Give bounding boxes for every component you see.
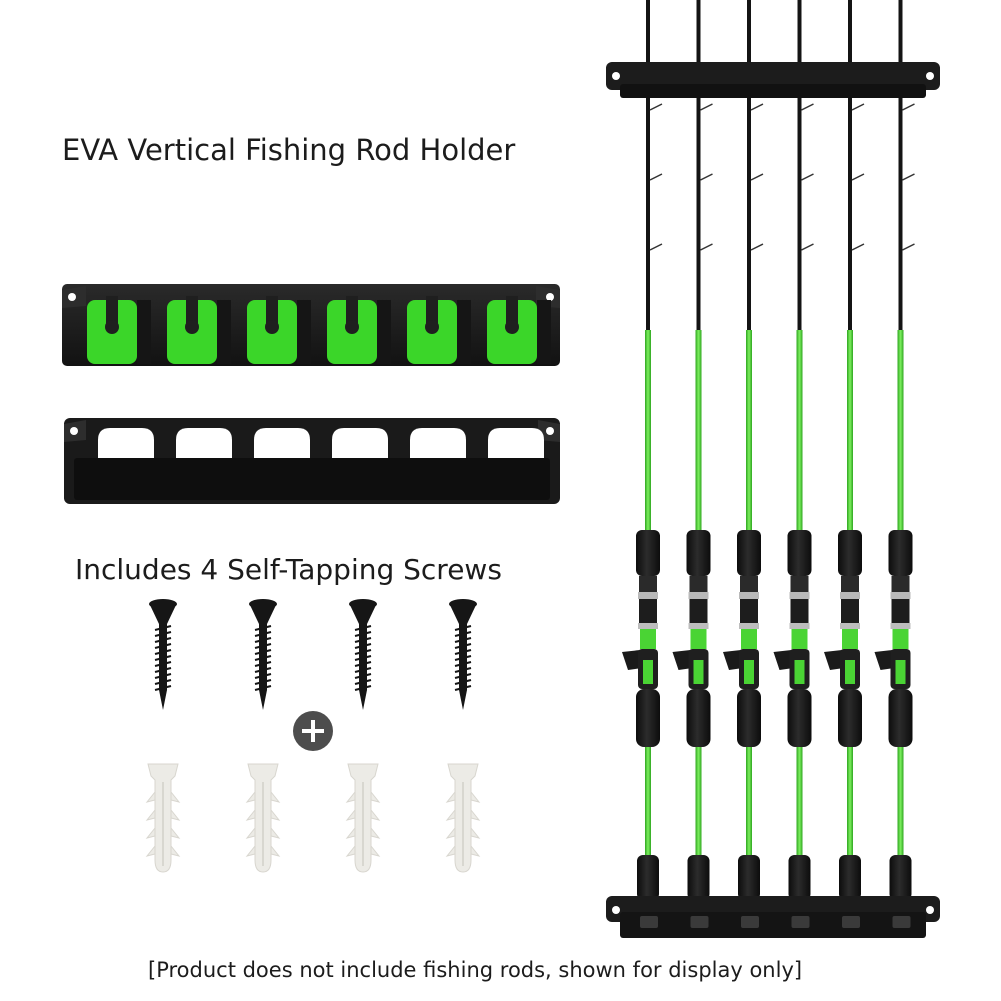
rack-slot [892,916,911,928]
holder-slot [410,428,466,458]
holder-slot [254,428,310,458]
wall-anchor-icon [145,763,181,873]
top-rack [606,62,940,98]
fishing-rod [723,0,764,900]
eva-insert [487,296,551,364]
rack-slot [640,916,658,928]
fishing-rod [824,0,865,900]
eva-insert [87,296,151,364]
eva-insert [167,296,231,364]
eva-insert [327,296,391,364]
screws-caption: Includes 4 Self-Tapping Screws [75,553,502,586]
wall-anchor-icon [445,763,481,873]
product-title: EVA Vertical Fishing Rod Holder [62,133,516,167]
holder-slot [488,428,544,458]
wall-anchor-icon [245,763,281,873]
rack-slot [690,916,709,928]
fishing-rod [773,0,814,900]
holder-empty [64,418,560,504]
eva-insert [247,296,311,364]
screw-set [149,599,477,710]
holder-slot [176,428,232,458]
screw-icon [449,599,477,710]
screw-icon [349,599,377,710]
holder-slot [332,428,388,458]
holder-slot [98,428,154,458]
rack-slot [791,916,810,928]
fishing-rod [874,0,915,900]
holder-with-eva-inserts [62,284,560,366]
eva-insert [407,296,471,364]
screw-icon [249,599,277,710]
fishing-rod [672,0,713,900]
plus-icon [293,711,333,751]
disclaimer-note: [Product does not include fishing rods, … [148,958,803,982]
wall-anchor-icon [345,763,381,873]
rack-slot [842,916,860,928]
wall-anchor-set [145,763,481,873]
rack-slot [741,916,759,928]
fishing-rod [622,0,663,900]
rod-display [606,0,940,938]
screw-icon [149,599,177,710]
bottom-rack [606,896,940,938]
